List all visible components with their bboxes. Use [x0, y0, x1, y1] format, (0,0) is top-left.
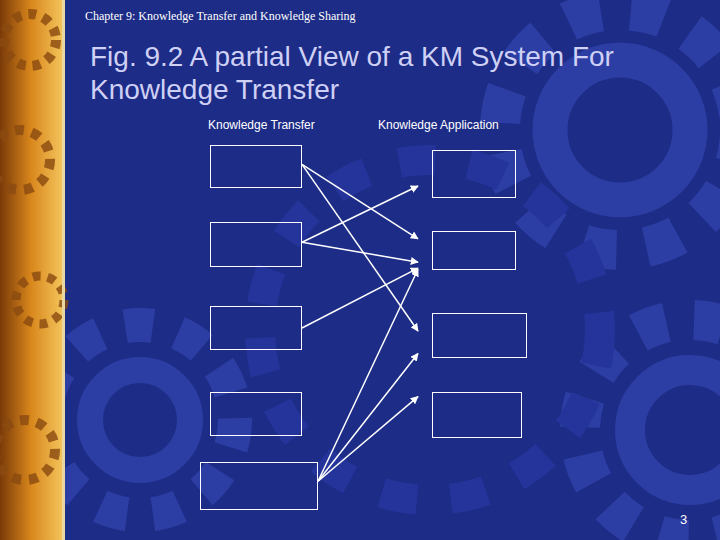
arrow-connector: [302, 242, 418, 262]
slide-title: Fig. 9.2 A partial View of a KM System F…: [90, 40, 700, 106]
column-heading: Knowledge Transfer: [208, 118, 315, 132]
process-box: [210, 145, 302, 188]
process-box: [210, 392, 302, 436]
process-box: [432, 231, 516, 270]
arrow-connector: [302, 268, 418, 328]
page-number: 3: [680, 512, 687, 527]
arrow-connector: [302, 164, 418, 238]
process-box: [210, 222, 302, 267]
arrow-connector: [318, 354, 418, 482]
arrow-connector: [302, 186, 418, 242]
process-box: [432, 392, 522, 438]
arrow-connector: [318, 269, 418, 481]
process-box: [432, 150, 516, 198]
process-box: [210, 306, 302, 350]
process-box: [432, 313, 527, 358]
side-strip: [0, 0, 62, 540]
process-box: [200, 462, 318, 510]
chapter-header: Chapter 9: Knowledge Transfer and Knowle…: [85, 9, 356, 24]
strip-gear: [0, 14, 64, 480]
gear-decoration: [45, 10, 720, 540]
strip-edge: [62, 0, 65, 540]
column-heading: Knowledge Application: [378, 118, 499, 132]
arrow-connector: [318, 397, 418, 482]
